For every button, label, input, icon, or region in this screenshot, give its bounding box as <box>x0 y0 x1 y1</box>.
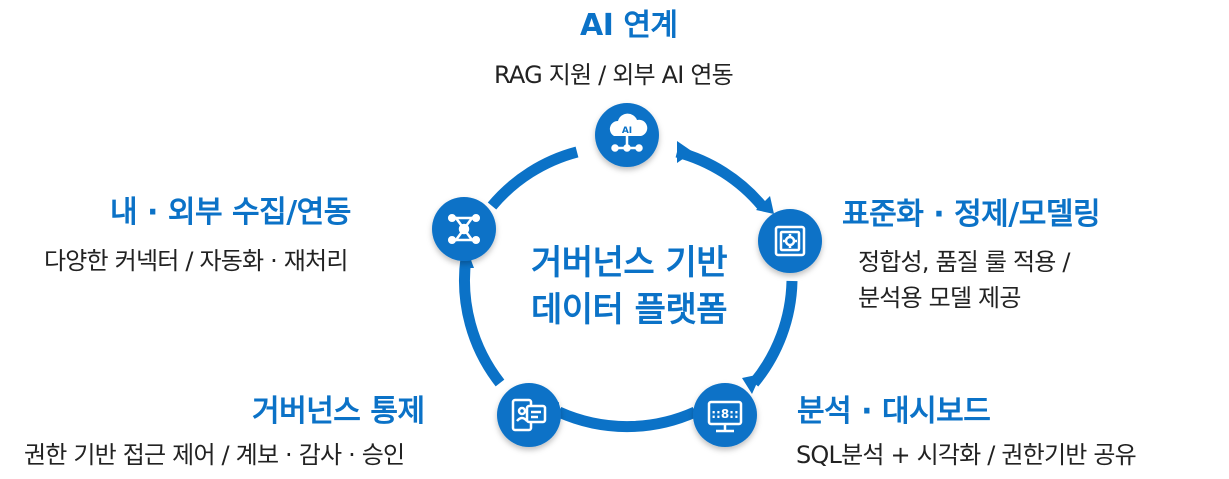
governance-node-subtitle: 권한 기반 접근 제어 / 계보 · 감사 · 승인 <box>24 441 405 469</box>
ring-arrow-1 <box>677 141 693 163</box>
document-approval-icon <box>511 398 547 432</box>
node-analysis[interactable] <box>693 383 757 447</box>
collect-node-title: 내 · 외부 수집/연동 <box>110 195 351 230</box>
dashboard-monitor-icon: ::8:: <box>707 400 743 433</box>
gear-settings-icon <box>774 225 806 257</box>
ring-arc-1 <box>675 146 767 210</box>
ai-cloud-icon: AI <box>609 113 648 152</box>
center-title-line1: 거버넌스 기반 <box>530 243 728 283</box>
ring-arrow-2 <box>756 196 774 214</box>
ring-arrow-3 <box>742 374 761 394</box>
ring-arc-4 <box>458 257 505 387</box>
standardize-node-subtitle-line2: 분석용 모델 제공 <box>858 284 1021 312</box>
ring-arc-5 <box>487 146 579 210</box>
node-standardize[interactable] <box>758 209 822 273</box>
svg-text:::8::: ::8:: <box>711 407 739 421</box>
analysis-node-title: 분석 · 대시보드 <box>797 394 991 429</box>
governance-node-title: 거버넌스 통제 <box>252 394 425 429</box>
collect-node-subtitle: 다양한 커넥터 / 자동화 · 재처리 <box>44 247 348 275</box>
analysis-node-subtitle: SQL분석 + 시각화 / 권한기반 공유 <box>796 441 1137 469</box>
data-network-icon <box>447 213 481 245</box>
ring-arc-3 <box>556 406 698 433</box>
standardize-node-title: 표준화 · 정제/모델링 <box>842 197 1101 232</box>
standardize-node-subtitle-line1: 정합성, 품질 룰 적용 / <box>858 248 1070 276</box>
center-title-line2: 데이터 플랫폼 <box>530 290 728 330</box>
ai-node-title: AI 연계 <box>580 8 678 43</box>
ai-node-subtitle: RAG 지원 / 외부 AI 연동 <box>494 61 734 89</box>
svg-text:AI: AI <box>622 126 632 136</box>
cycle-ring <box>458 141 798 433</box>
ring-arc-2 <box>749 280 798 387</box>
